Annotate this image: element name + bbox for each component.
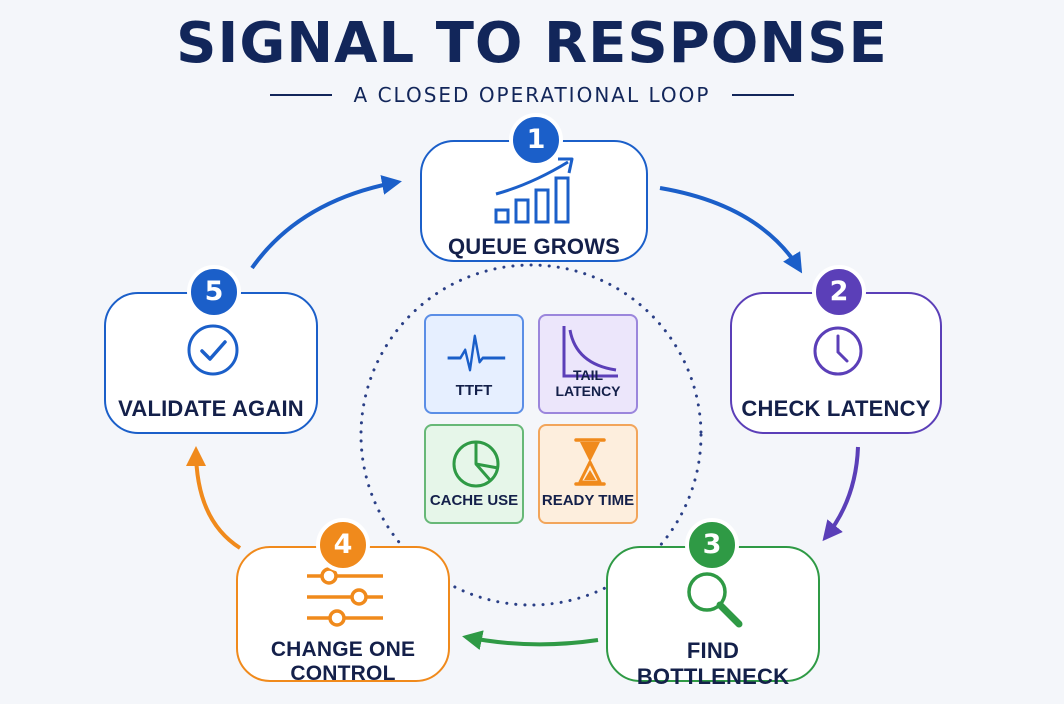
page-title: SIGNAL TO RESPONSE <box>176 11 888 76</box>
step-number-badge: 3 <box>685 518 739 572</box>
step-number-badge: 2 <box>812 265 866 319</box>
metric-card-ready-time: READY TIME <box>538 424 638 524</box>
magnifier-icon <box>687 572 743 628</box>
metric-label: TTFT <box>455 382 493 399</box>
step-label: FIND BOTTLENECK <box>636 638 790 689</box>
metric-label: CACHE USE <box>429 492 519 509</box>
step-label: CHECK LATENCY <box>741 396 931 421</box>
metric-card-ttft: TTFT <box>424 314 524 414</box>
pie-chart-icon <box>452 440 500 488</box>
rising-bar-chart-icon <box>494 157 574 224</box>
dotted-center-circle <box>359 263 703 607</box>
hourglass-icon <box>574 438 606 486</box>
step-label: CHANGE ONE CONTROL <box>270 638 416 685</box>
subtitle-left-rule <box>269 94 332 96</box>
arrow-step2-to-step3 <box>822 446 860 542</box>
step-number-badge: 1 <box>509 113 563 167</box>
arrow-step3-to-step4 <box>462 630 599 650</box>
step-number-badge: 4 <box>316 518 370 572</box>
arrow-step4-to-step5 <box>186 446 242 550</box>
metric-label: READY TIME <box>541 492 635 509</box>
decay-curve-icon <box>562 326 618 378</box>
metric-label: TAIL LATENCY <box>555 367 621 399</box>
subtitle-row: A CLOSED OPERATIONAL LOOP <box>0 80 1064 110</box>
step-label: QUEUE GROWS <box>447 234 621 259</box>
metric-card-cache-use: CACHE USE <box>424 424 524 524</box>
clock-icon <box>813 326 863 376</box>
heartbeat-icon <box>447 334 506 372</box>
arrow-step5-to-step1 <box>250 175 402 270</box>
step-label: VALIDATE AGAIN <box>118 396 304 421</box>
checkmark-icon <box>187 324 239 376</box>
subtitle-right-rule <box>732 94 795 96</box>
arrow-step1-to-step2 <box>659 186 803 274</box>
sliders-icon <box>307 567 383 627</box>
page-subtitle: A CLOSED OPERATIONAL LOOP <box>353 83 711 107</box>
step-number-badge: 5 <box>187 265 241 319</box>
metric-card-tail-latency: TAIL LATENCY <box>538 314 638 414</box>
